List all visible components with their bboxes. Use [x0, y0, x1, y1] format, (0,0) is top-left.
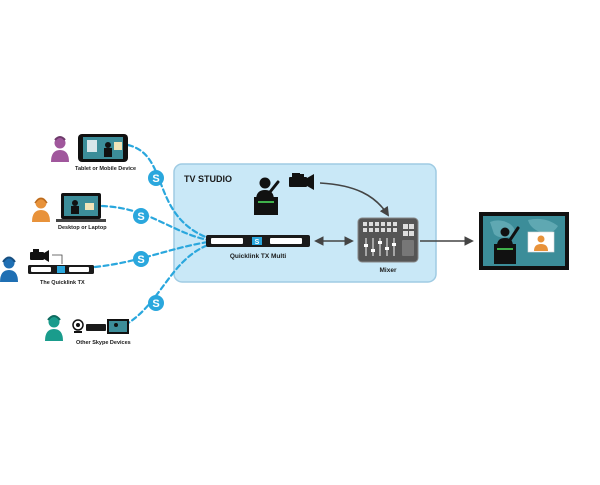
- connection-other: [123, 243, 210, 327]
- mixer-label: Mixer: [380, 267, 397, 274]
- skype-icon: S: [133, 251, 149, 267]
- inset-guest-window: [527, 231, 555, 253]
- camera-cable: [52, 254, 63, 264]
- txmulti-label: Quicklink TX Multi: [230, 253, 287, 260]
- presenter-icon: [254, 177, 280, 215]
- device-quicklink-tx: The Quicklink TX: [0, 249, 94, 286]
- other-devices-label: Other Skype Devices: [76, 340, 131, 346]
- skype-glyph: S: [255, 239, 260, 246]
- monitor-icon: [107, 319, 129, 334]
- quicklink-tx-label: The Quicklink TX: [40, 280, 85, 286]
- person-teal-icon: [45, 315, 63, 341]
- set-top-box-icon: [86, 324, 106, 331]
- studio-camera-icon: [289, 173, 314, 190]
- laptop-icon: [56, 193, 106, 222]
- webcam-icon: [72, 319, 84, 333]
- encoder-unit-icon: [28, 265, 94, 274]
- tablet-label: Tablet or Mobile Device: [75, 166, 136, 172]
- skype-glyph: S: [152, 173, 159, 185]
- broadcast-output-monitor: [479, 212, 569, 270]
- person-blue-icon: [0, 256, 18, 282]
- quicklink-tx-multi-unit: S: [206, 235, 310, 247]
- connection-tablet: [126, 143, 210, 240]
- skype-glyph: S: [137, 254, 144, 266]
- video-camera-icon: [30, 249, 49, 262]
- device-tablet: Tablet or Mobile Device: [51, 134, 136, 172]
- connection-desktop: [100, 204, 210, 242]
- person-orange-icon: [32, 197, 50, 222]
- person-purple-icon: [51, 136, 69, 162]
- device-other: Other Skype Devices: [45, 315, 131, 346]
- mixer-icon: [357, 217, 419, 263]
- device-desktop: Desktop or Laptop: [32, 193, 107, 231]
- skype-icon: S: [133, 208, 149, 224]
- tablet-icon: [78, 134, 128, 162]
- skype-icon: S: [148, 295, 164, 311]
- desktop-label: Desktop or Laptop: [58, 225, 107, 231]
- connection-quicklink-tx: [93, 240, 210, 269]
- skype-icon: S: [148, 170, 164, 186]
- skype-glyph: S: [137, 211, 144, 223]
- studio-title: TV STUDIO: [184, 174, 232, 184]
- skype-glyph: S: [152, 298, 159, 310]
- camera-to-mixer-arrow: [319, 182, 390, 217]
- skype-connections: [93, 143, 210, 327]
